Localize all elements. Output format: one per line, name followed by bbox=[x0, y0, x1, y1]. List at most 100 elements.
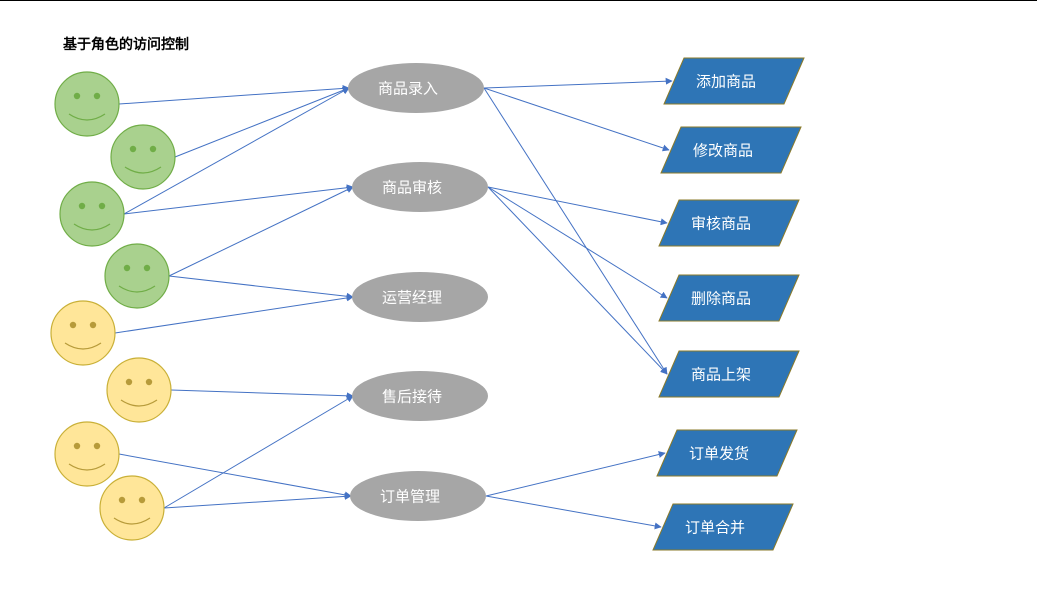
role-label: 售后接待 bbox=[382, 388, 442, 406]
permission-node-3: 审核商品 bbox=[658, 199, 800, 247]
user-6 bbox=[106, 357, 172, 423]
smiley-eye-left bbox=[123, 264, 131, 272]
smiley-eye-right bbox=[143, 264, 151, 272]
role-node-4: 售后接待 bbox=[352, 371, 488, 421]
smiley-face-icon bbox=[110, 124, 176, 190]
smiley-mouth bbox=[118, 285, 156, 293]
top-border bbox=[0, 0, 1037, 1]
role-node-1: 商品录入 bbox=[348, 63, 484, 113]
smiley-eye-right bbox=[145, 378, 153, 386]
smiley-eye-right bbox=[138, 496, 146, 504]
smiley-eye-right bbox=[149, 145, 157, 153]
edges-layer bbox=[114, 77, 673, 530]
smiley-face-icon bbox=[106, 357, 172, 423]
role-label: 商品录入 bbox=[378, 80, 438, 98]
edge-u2-r1 bbox=[174, 87, 350, 158]
smiley-eye-right bbox=[89, 321, 97, 329]
permission-shape bbox=[658, 199, 800, 247]
permission-label: 删除商品 bbox=[691, 290, 751, 308]
smiley-eye-right bbox=[93, 442, 101, 450]
permission-node-7: 订单合并 bbox=[652, 503, 794, 551]
smiley-face-icon bbox=[54, 421, 120, 487]
permission-shape bbox=[658, 350, 800, 398]
role-label: 商品审核 bbox=[382, 179, 442, 197]
edge-u1-r1 bbox=[118, 84, 350, 105]
user-3 bbox=[59, 181, 125, 247]
smiley-eye-left bbox=[73, 92, 81, 100]
permission-node-5: 商品上架 bbox=[658, 350, 800, 398]
permission-shape bbox=[658, 274, 800, 322]
edge-r5-p7 bbox=[485, 495, 662, 530]
user-2 bbox=[110, 124, 176, 190]
permission-shape bbox=[663, 57, 805, 105]
smiley-eye-left bbox=[78, 202, 86, 210]
edge-r5-p6 bbox=[485, 451, 666, 497]
smiley-face-icon bbox=[99, 475, 165, 541]
edge-u6-r4 bbox=[170, 389, 354, 400]
permission-node-4: 删除商品 bbox=[658, 274, 800, 322]
role-node-2: 商品审核 bbox=[352, 162, 488, 212]
permission-label: 审核商品 bbox=[691, 215, 751, 233]
user-1 bbox=[54, 71, 120, 137]
smiley-face-icon bbox=[104, 243, 170, 309]
smiley-eye-left bbox=[118, 496, 126, 504]
permission-label: 订单发货 bbox=[689, 445, 749, 463]
role-node-5: 订单管理 bbox=[350, 471, 486, 521]
edge-u8-r5 bbox=[163, 492, 352, 509]
smiley-face-icon bbox=[59, 181, 125, 247]
smiley-face-icon bbox=[54, 71, 120, 137]
edge-u5-r3 bbox=[114, 294, 354, 334]
user-7 bbox=[54, 421, 120, 487]
smiley-mouth bbox=[73, 223, 111, 231]
smiley-eye-left bbox=[129, 145, 137, 153]
edge-u7-r5 bbox=[118, 453, 352, 499]
smiley-mouth bbox=[124, 166, 162, 174]
edge-u4-r2 bbox=[168, 186, 354, 277]
permission-node-1: 添加商品 bbox=[663, 57, 805, 105]
role-ellipse bbox=[348, 63, 484, 113]
edge-u8-r4 bbox=[163, 395, 354, 509]
smiley-mouth bbox=[68, 113, 106, 121]
role-node-3: 运营经理 bbox=[352, 272, 488, 322]
permission-shape bbox=[660, 126, 802, 174]
role-ellipse bbox=[352, 371, 488, 421]
edge-r1-p2 bbox=[483, 87, 670, 152]
smiley-eye-left bbox=[73, 442, 81, 450]
role-label: 订单管理 bbox=[380, 488, 440, 506]
smiley-eye-right bbox=[93, 92, 101, 100]
role-ellipse bbox=[352, 162, 488, 212]
permission-shape bbox=[656, 429, 798, 477]
edge-r2-p4 bbox=[487, 186, 668, 299]
role-ellipse bbox=[350, 471, 486, 521]
edge-u4-r3 bbox=[168, 275, 354, 300]
user-8 bbox=[99, 475, 165, 541]
role-label: 运营经理 bbox=[382, 289, 442, 307]
user-5 bbox=[50, 300, 116, 366]
smiley-mouth bbox=[113, 517, 151, 525]
edge-r1-p5 bbox=[483, 87, 668, 375]
smiley-eye-left bbox=[125, 378, 133, 386]
smiley-face-icon bbox=[50, 300, 116, 366]
edge-r2-p3 bbox=[487, 186, 668, 226]
permission-label: 订单合并 bbox=[685, 519, 745, 537]
diagram-title: 基于角色的访问控制 bbox=[63, 37, 189, 53]
edge-r1-p1 bbox=[483, 77, 673, 89]
edge-u3-r2 bbox=[123, 184, 354, 215]
role-ellipse bbox=[352, 272, 488, 322]
permission-shape bbox=[652, 503, 794, 551]
permission-node-6: 订单发货 bbox=[656, 429, 798, 477]
permission-node-2: 修改商品 bbox=[660, 126, 802, 174]
smiley-mouth bbox=[120, 399, 158, 407]
smiley-eye-right bbox=[98, 202, 106, 210]
permission-label: 添加商品 bbox=[696, 73, 756, 91]
user-4 bbox=[104, 243, 170, 309]
edge-r2-p5 bbox=[487, 186, 668, 375]
edge-u3-r1 bbox=[123, 87, 350, 215]
permission-label: 修改商品 bbox=[693, 142, 753, 160]
smiley-mouth bbox=[64, 342, 102, 350]
smiley-mouth bbox=[68, 463, 106, 471]
smiley-eye-left bbox=[69, 321, 77, 329]
permission-label: 商品上架 bbox=[691, 366, 751, 384]
